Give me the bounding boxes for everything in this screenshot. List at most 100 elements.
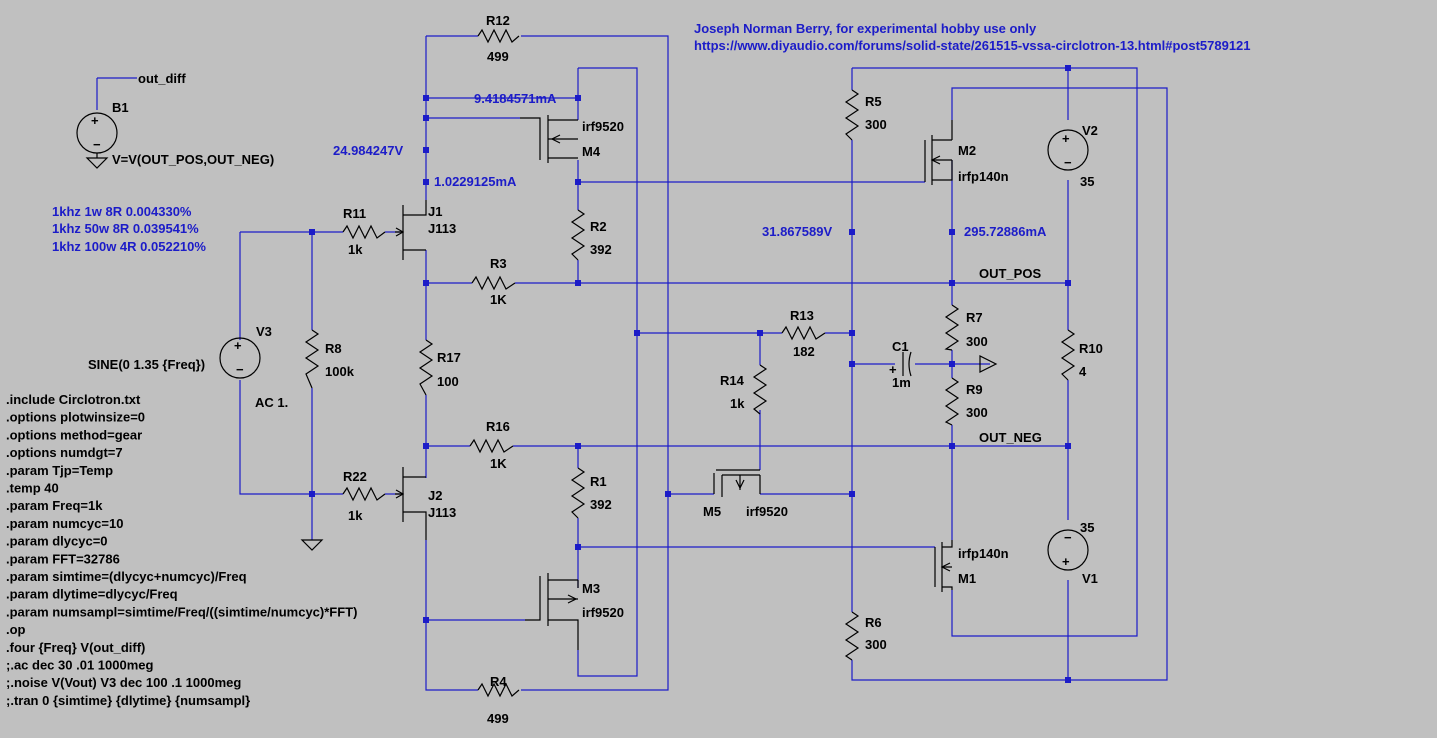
v3-sine: SINE(0 1.35 {Freq}) [88,357,205,372]
ground-c1 [979,355,998,373]
b1-source-symbol: +− [76,112,118,169]
svg-text:+: + [1062,131,1070,146]
b1-expression: V=V(OUT_POS,OUT_NEG) [112,152,274,167]
distortion-line-2: 1khz 50w 8R 0.039541% [52,221,199,236]
v1-name: V1 [1082,571,1098,586]
r1-name: R1 [590,474,607,489]
directive-line: ;.tran 0 {simtime} {dlytime} {numsampl} [6,693,250,708]
m3-symbol [525,573,579,650]
directive-line: ;.noise V(Vout) V3 dec 100 .1 1000meg [6,675,241,690]
v3-ac: AC 1. [255,395,288,410]
m4-model: irf9520 [582,119,624,134]
m5-name: M5 [703,504,721,519]
r5-symbol [844,89,860,141]
r6-name: R6 [865,615,882,630]
r22-value: 1k [348,508,363,523]
m3-model: irf9520 [582,605,624,620]
r16-name: R16 [486,419,510,434]
r8-name: R8 [325,341,342,356]
r12-name: R12 [486,13,510,28]
wire-v3 [239,231,343,495]
r17-name: R17 [437,350,461,365]
r16-symbol [469,438,514,454]
junction-dots [309,65,1071,683]
r17-value: 100 [437,374,459,389]
m1-symbol [934,540,953,592]
wire-outer-right [851,68,1168,681]
r13-name: R13 [790,308,814,323]
directive-line: .include Circlotron.txt [6,392,141,407]
m5-model: irf9520 [746,504,788,519]
svg-text:+: + [889,362,897,377]
ground-r8 [300,539,324,551]
op-current-m2: 295.72886mA [964,224,1047,239]
directive-line: .param simtime=(dlycyc+numcyc)/Freq [6,569,247,584]
r9-value: 300 [966,405,988,420]
v1-value: 35 [1080,520,1094,535]
r8-value: 100k [325,364,355,379]
out-pos-label: OUT_POS [979,266,1041,281]
r14-value: 1k [730,396,745,411]
wire-r12-r4-loop [425,35,669,691]
svg-text:−: − [236,362,244,377]
v2-source-symbol: +− [1047,129,1089,171]
m2-symbol [924,120,953,185]
directive-line: .param Tjp=Temp [6,463,113,478]
b1-name: B1 [112,100,129,115]
r3-symbol [471,275,516,291]
v3-name: V3 [256,324,272,339]
directive-line: .op [6,622,26,637]
r10-name: R10 [1079,341,1103,356]
m2-name: M2 [958,143,976,158]
r13-symbol [781,325,826,341]
r6-symbol [844,611,860,661]
r11-name: R11 [343,206,366,221]
directive-line: ;.ac dec 30 .01 1000meg [6,658,153,673]
j2-symbol [395,467,427,540]
forum-url[interactable]: https://www.diyaudio.com/forums/solid-st… [694,38,1251,53]
wire-right-rail [852,67,1138,637]
v2-value: 35 [1080,174,1094,189]
op-current-m4: 9.4184571mA [474,91,557,106]
m1-name: M1 [958,571,976,586]
r2-value: 392 [590,242,612,257]
r12-symbol [477,28,520,44]
svg-text:−: − [1064,155,1072,170]
r13-value: 182 [793,344,815,359]
directive-line: .param dlytime=dlycyc/Freq [6,587,178,602]
r16-value: 1K [490,456,507,471]
author-note: Joseph Norman Berry, for experimental ho… [694,21,1037,36]
r8-symbol [304,329,320,389]
svg-text:−: − [93,137,101,152]
r11-value: 1k [348,242,363,257]
r12-value: 499 [487,49,509,64]
directive-line: .options plotwinsize=0 [6,410,145,425]
r7-value: 300 [966,334,988,349]
r1-symbol [570,467,586,519]
directive-line: .options method=gear [6,427,142,442]
r2-name: R2 [590,219,607,234]
wire-m4-m3-outer [577,67,638,677]
b1-net-label: out_diff [138,71,186,86]
spice-directives: .include Circlotron.txt .options plotwins… [6,392,357,708]
directive-line: .param numsampl=simtime/Freq/((simtime/n… [6,604,357,619]
distortion-line-3: 1khz 100w 4R 0.052210% [52,239,206,254]
r4-symbol [477,682,520,698]
op-voltage-mid: 31.867589V [762,224,832,239]
r22-name: R22 [343,469,367,484]
r9-name: R9 [966,382,983,397]
v3-source-symbol: +− [219,337,261,379]
out-neg-label: OUT_NEG [979,430,1042,445]
r4-name: R4 [490,674,507,689]
r17-symbol [418,339,434,396]
r3-name: R3 [490,256,507,271]
r22-symbol [342,486,386,502]
m4-symbol [520,115,578,163]
op-voltage-top: 24.984247V [333,143,403,158]
svg-text:+: + [1062,554,1070,569]
m5-symbol [713,469,761,497]
r1-value: 392 [590,497,612,512]
directive-line: .param FFT=32786 [6,551,120,566]
c1-value: 1m [892,375,911,390]
